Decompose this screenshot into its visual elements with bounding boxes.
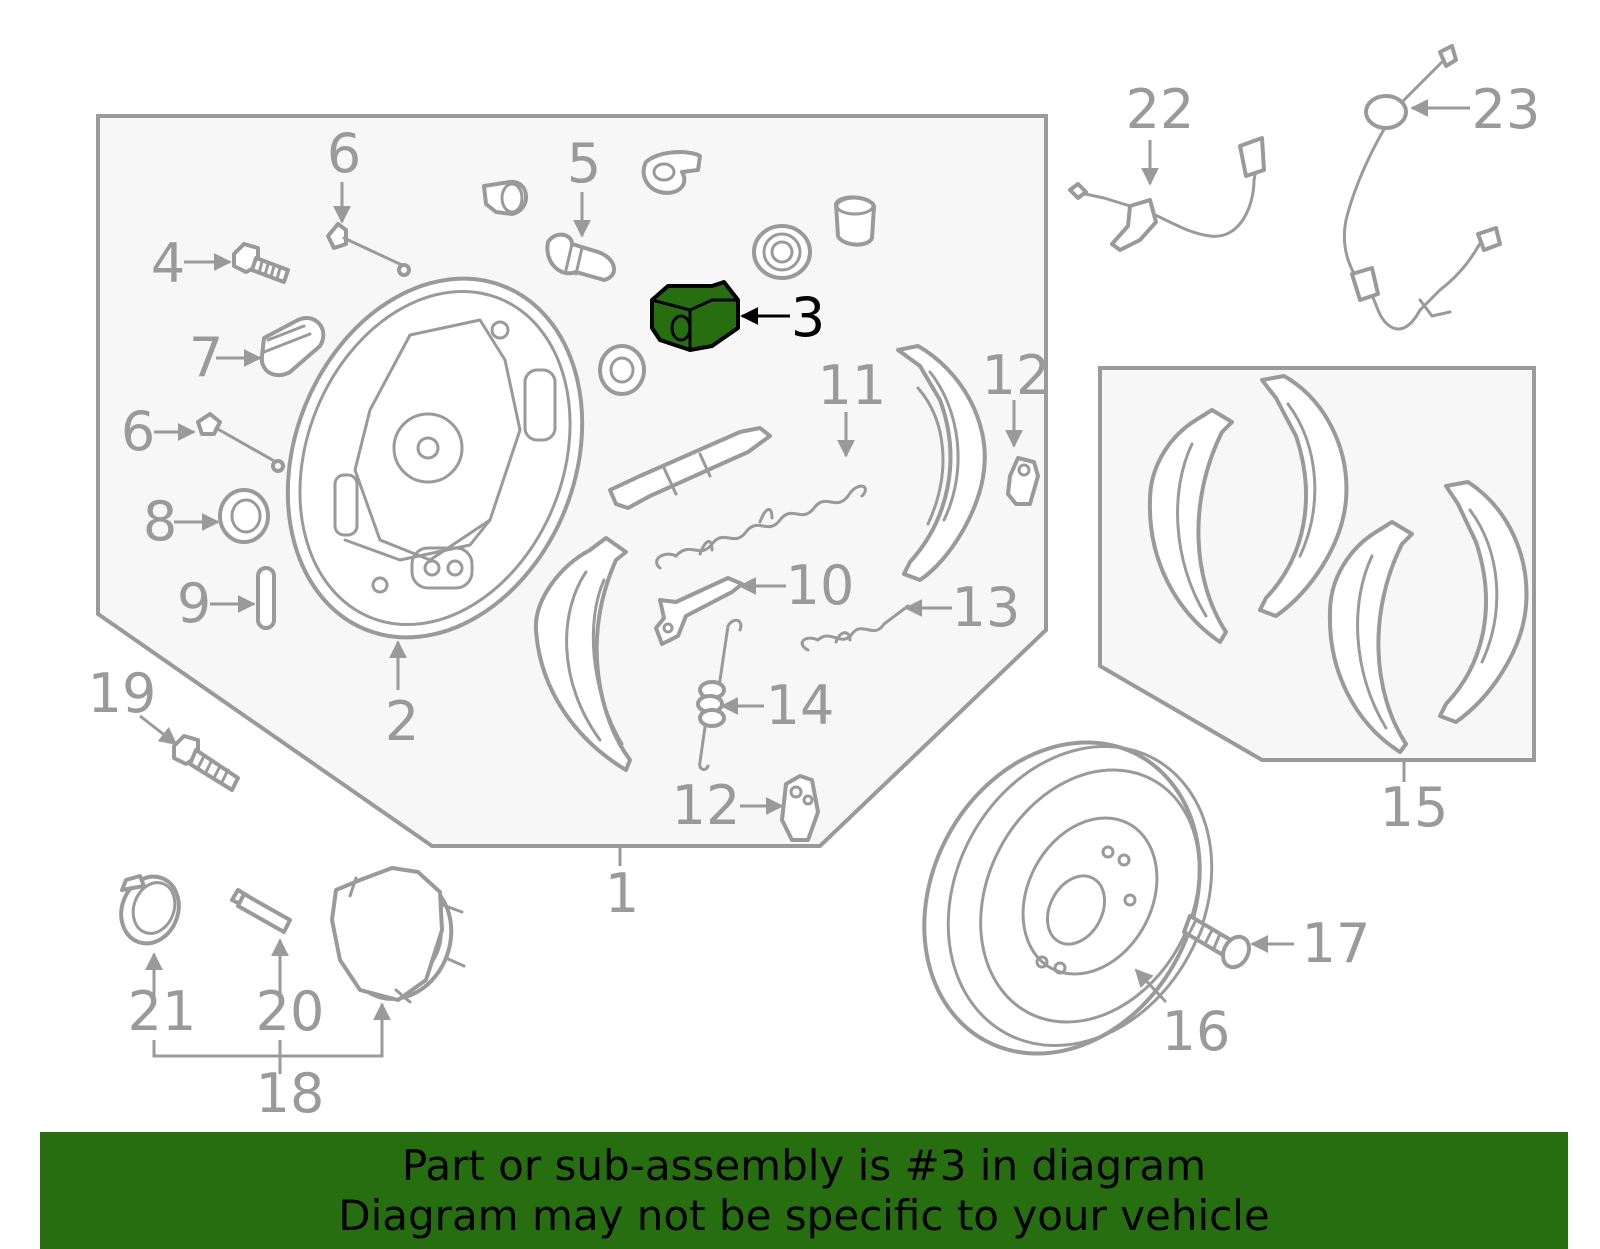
label-18: 18 <box>256 1062 325 1125</box>
brake-shoe-lower <box>533 536 632 772</box>
bolt-part-4[interactable] <box>232 242 290 284</box>
label-12-lower: 12 <box>672 774 741 837</box>
boot-part <box>834 195 876 247</box>
grommet-part-8[interactable] <box>218 488 270 544</box>
brake-shoe-kit-part-15[interactable] <box>1147 374 1529 754</box>
dust-cap-part-21[interactable] <box>112 868 188 951</box>
label-11: 11 <box>818 354 887 417</box>
label-16: 16 <box>1162 1000 1231 1063</box>
piston-part <box>598 344 646 396</box>
spring-part-14[interactable] <box>696 618 743 771</box>
label-10: 10 <box>786 554 855 617</box>
spring-part-13[interactable] <box>800 604 910 652</box>
label-15: 15 <box>1380 776 1449 839</box>
spring-part-11[interactable] <box>655 484 867 570</box>
screw-part-17[interactable] <box>1182 914 1254 972</box>
label-17: 17 <box>1302 912 1371 975</box>
cap-part <box>482 179 528 216</box>
label-22: 22 <box>1126 78 1195 141</box>
clip-part-12-upper[interactable] <box>1006 456 1040 506</box>
label-7: 7 <box>189 326 223 389</box>
pin-part-6-lower[interactable] <box>196 412 285 473</box>
brake-drum-part-16[interactable] <box>871 694 1263 1102</box>
label-14: 14 <box>766 674 835 737</box>
brake-shoe-upper <box>896 344 987 582</box>
brake-hose-part-22[interactable] <box>1068 136 1266 252</box>
info-banner: Part or sub-assembly is #3 in diagram Di… <box>40 1132 1568 1249</box>
label-23: 23 <box>1472 78 1541 141</box>
adjuster-lever-part-10[interactable] <box>654 576 744 646</box>
leader-lines <box>139 99 1470 1074</box>
bolt-part-19[interactable] <box>172 734 240 792</box>
banner-line-1: Part or sub-assembly is #3 in diagram <box>401 1140 1207 1190</box>
label-6-lower: 6 <box>121 400 155 463</box>
label-9: 9 <box>177 572 211 635</box>
spring-cup-part <box>752 224 812 280</box>
bleeder-screw-part-5[interactable] <box>545 232 616 282</box>
backing-plate-part-2[interactable] <box>236 234 634 682</box>
clip-part <box>641 150 702 195</box>
label-8: 8 <box>143 490 177 553</box>
plug-part-7[interactable] <box>259 316 326 378</box>
stud-part-20[interactable] <box>230 888 292 934</box>
hub-assembly-part-18[interactable] <box>328 862 468 1014</box>
adjuster-strut <box>608 426 772 510</box>
banner-line-2: Diagram may not be specific to your vehi… <box>338 1190 1270 1240</box>
label-4: 4 <box>151 232 185 295</box>
pin-part-9[interactable] <box>256 566 276 630</box>
wheel-cylinder-part-3[interactable] <box>650 280 740 352</box>
label-20: 20 <box>256 980 325 1043</box>
callout-labels: 1 2 3 4 5 6 6 7 8 9 10 11 12 12 13 14 15… <box>88 78 1541 1125</box>
label-6-upper: 6 <box>327 122 361 185</box>
label-21: 21 <box>128 980 197 1043</box>
label-1: 1 <box>605 862 639 925</box>
label-2: 2 <box>385 690 419 753</box>
label-13: 13 <box>952 576 1021 639</box>
label-19: 19 <box>88 662 157 725</box>
pin-part-6-upper[interactable] <box>326 222 411 277</box>
label-3[interactable]: 3 <box>791 286 825 349</box>
abs-sensor-part-23[interactable] <box>1342 44 1502 331</box>
label-5: 5 <box>567 132 601 195</box>
clip-part-12-lower[interactable] <box>780 774 820 842</box>
label-12-upper: 12 <box>982 344 1051 407</box>
